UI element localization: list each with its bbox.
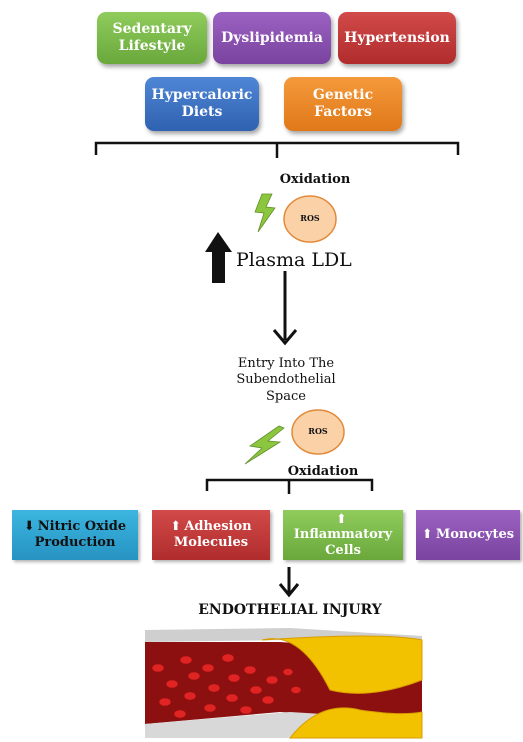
ros-circle-bottom (291, 409, 345, 455)
plaque-top (261, 635, 423, 694)
effect-label: Nitric Oxide Production (34, 519, 127, 550)
endothelial-injury-label: ENDOTHELIAL INJURY (198, 602, 382, 618)
up-arrow-icon: ⬆ (170, 519, 182, 535)
oxidation-label-bottom: Oxidation (287, 464, 359, 479)
oxidation-label-top: Oxidation (279, 172, 351, 187)
lightning-icon-top (254, 193, 276, 233)
risk-factor-dyslipidemia: Dyslipidemia (213, 12, 331, 64)
plasma-ldl-label: Plasma LDL (236, 249, 352, 271)
ros-circle-top (283, 195, 337, 243)
effect-label: Inflammatory Cells (293, 527, 393, 558)
risk-factor-label: Genetic Factors (312, 87, 374, 120)
down-arrow-icon: ⬇ (23, 519, 35, 535)
risk-factor-label: Hypercaloric Diets (151, 87, 253, 120)
risk-factor-label: Sedentary Lifestyle (112, 21, 192, 54)
risk-factor-hypercaloric-diets: Hypercaloric Diets (145, 77, 259, 131)
risk-factor-label: Hypertension (344, 29, 450, 46)
up-arrow-icon (205, 232, 232, 283)
up-arrow-icon: ⬆ (336, 511, 347, 527)
top-brace (94, 141, 460, 158)
risk-factor-label: Dyslipidemia (221, 29, 323, 46)
effect-nitric-oxide-production: ⬇Nitric Oxide Production (12, 510, 138, 560)
plaque-bottom (288, 707, 423, 739)
blood-vessel-illustration (145, 620, 423, 739)
effect-label: Adhesion Molecules (173, 519, 252, 550)
bottom-brace (205, 478, 374, 494)
effect-monocytes: ⬆Monocytes (416, 510, 520, 560)
effect-label: Monocytes (435, 527, 515, 543)
ros-label-top: ROS (300, 213, 320, 223)
effect-adhesion-molecules: ⬆Adhesion Molecules (152, 510, 270, 560)
effect-inflammatory-cells: ⬆Inflammatory Cells (283, 510, 403, 560)
up-arrow-icon: ⬆ (421, 527, 433, 543)
risk-factor-hypertension: Hypertension (338, 12, 456, 64)
entry-subendothelial-label: Entry Into The Subendothelial Space (236, 356, 336, 404)
ros-label-bottom: ROS (308, 426, 328, 436)
lightning-icon-bottom (244, 425, 285, 465)
risk-factor-sedentary-lifestyle: Sedentary Lifestyle (97, 12, 207, 64)
risk-factor-genetic-factors: Genetic Factors (284, 77, 402, 131)
